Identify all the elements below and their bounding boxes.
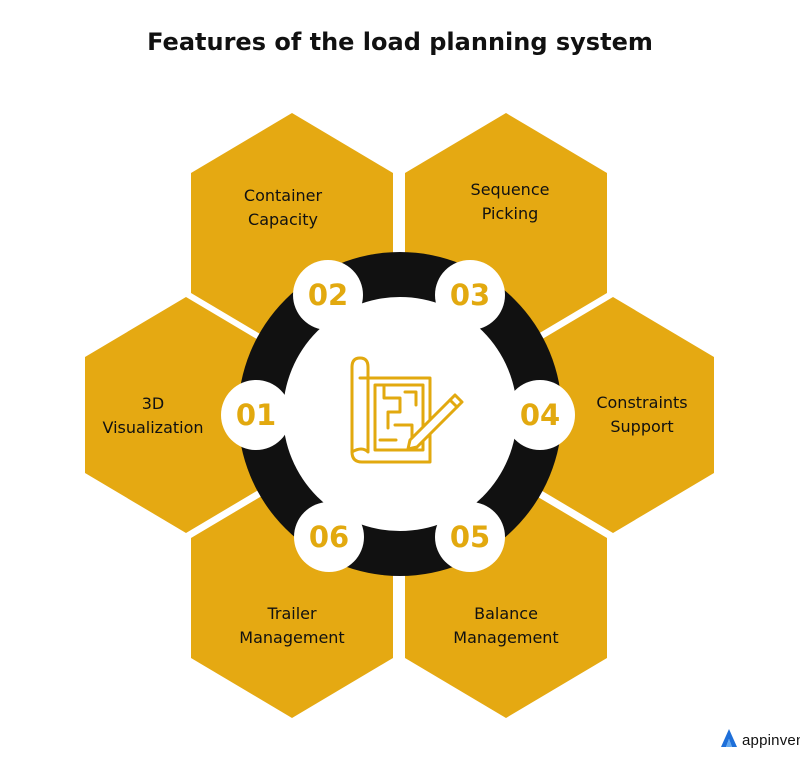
center-disc xyxy=(283,297,517,531)
feature-label: Management xyxy=(453,628,558,647)
feature-label: Visualization xyxy=(102,418,203,437)
feature-label: Picking xyxy=(482,204,539,223)
badge-06: 06 xyxy=(294,502,364,572)
brand-name: appinventiv xyxy=(742,732,800,749)
badge-01: 01 xyxy=(221,380,291,450)
feature-label: Management xyxy=(239,628,344,647)
badge-04: 04 xyxy=(505,380,575,450)
hexagon-constraints-support xyxy=(512,297,714,533)
feature-label: Capacity xyxy=(248,210,318,229)
badge-05: 05 xyxy=(435,502,505,572)
feature-label: Support xyxy=(610,417,673,436)
badge-02: 02 xyxy=(293,260,363,330)
feature-number: 04 xyxy=(520,398,560,432)
feature-label: Constraints xyxy=(596,393,687,412)
feature-number: 01 xyxy=(236,398,276,432)
feature-label: Container xyxy=(244,186,323,205)
badge-03: 03 xyxy=(435,260,505,330)
brand-logo: appinventiv xyxy=(720,728,800,753)
feature-number: 06 xyxy=(309,520,349,554)
feature-number: 03 xyxy=(450,278,490,312)
feature-label: Sequence xyxy=(471,180,550,199)
blueprint-pencil-icon xyxy=(350,356,464,464)
page-title: Features of the load planning system xyxy=(147,28,653,56)
feature-number: 05 xyxy=(450,520,490,554)
feature-number: 02 xyxy=(308,278,348,312)
feature-label: Trailer xyxy=(266,604,317,623)
feature-label: Balance xyxy=(474,604,538,623)
appinventiv-logo-icon xyxy=(720,728,738,753)
feature-label: 3D xyxy=(142,394,165,413)
hexagon-3d-visualization xyxy=(85,297,287,533)
